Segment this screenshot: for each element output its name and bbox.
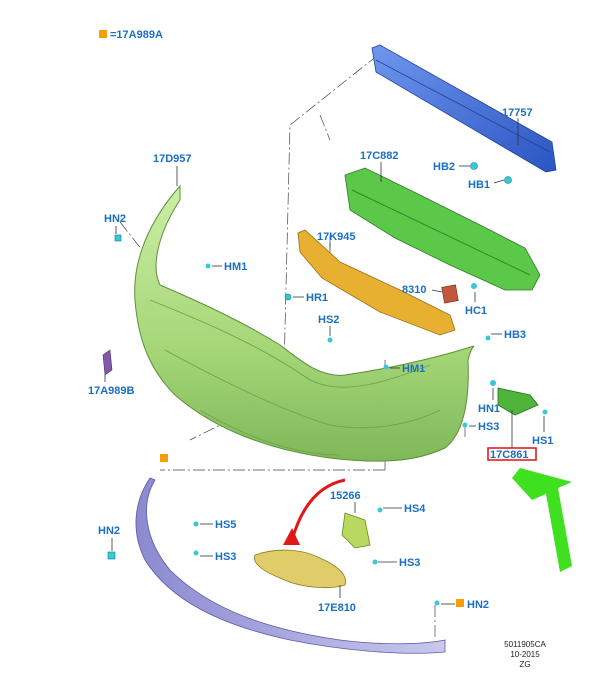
clip-hs5 xyxy=(193,521,199,527)
label-17E810: 17E810 xyxy=(318,602,356,614)
clip-hb1 xyxy=(504,176,512,184)
clip-hc1 xyxy=(471,283,477,289)
label-hb2: HB2 xyxy=(433,161,455,173)
label-17757: 17757 xyxy=(502,107,533,119)
label-17C882: 17C882 xyxy=(360,150,399,162)
label-hs1: HS1 xyxy=(532,435,553,447)
label-hr1: HR1 xyxy=(306,292,328,304)
grille-17E810 xyxy=(253,549,346,589)
clip-hn2-left xyxy=(107,551,116,560)
clip-hm1-top xyxy=(205,263,211,269)
diagram-footer: 5011905CA 10-2015 ZG xyxy=(504,640,546,669)
clip-hs3-left xyxy=(193,550,199,556)
clip-hs2 xyxy=(327,337,333,343)
footer-date: 10-2015 xyxy=(510,650,540,659)
clip-hm1-mid xyxy=(383,364,389,370)
label-17K945: 17K945 xyxy=(317,231,356,243)
legend-marker xyxy=(99,30,107,38)
label-hn2-left: HN2 xyxy=(98,525,120,537)
label-hn2-bottom: HN2 xyxy=(467,599,489,611)
label-hs3-left: HS3 xyxy=(215,551,236,563)
label-17D957: 17D957 xyxy=(153,153,192,165)
foam-absorber xyxy=(297,229,456,336)
clip-hb2 xyxy=(470,162,478,170)
label-15266: 15266 xyxy=(330,490,361,502)
side-trim-17A989B xyxy=(102,349,113,376)
label-hs4: HS4 xyxy=(404,503,426,515)
lower-lip xyxy=(135,477,446,654)
footer-code: 5011905CA xyxy=(504,640,546,649)
label-hs3-right: HS3 xyxy=(478,421,499,433)
clip-hs1 xyxy=(542,409,548,415)
green-arrow xyxy=(512,468,572,572)
leader-lines xyxy=(104,118,545,605)
label-hb1: HB1 xyxy=(468,179,490,191)
clip-hr1 xyxy=(284,293,292,301)
label-hc1: HC1 xyxy=(465,305,487,317)
legend-text: =17A989A xyxy=(110,29,163,41)
bumper-reinforcement-beam xyxy=(371,44,557,173)
callout-labels: 17757 HB2 HB1 17C882 17D957 HN2 HM1 17K9… xyxy=(88,107,553,614)
clip-hs4 xyxy=(377,507,383,513)
clip-hs3-bottom xyxy=(372,559,378,565)
clip-hb3 xyxy=(485,335,491,341)
label-hn2-top: HN2 xyxy=(104,213,126,225)
bracket-15266 xyxy=(341,512,371,549)
clip-hn2-top xyxy=(114,234,122,242)
bracket-8310 xyxy=(441,284,459,304)
red-arrow xyxy=(283,478,346,545)
label-hb3: HB3 xyxy=(504,329,526,341)
label-hs2: HS2 xyxy=(318,314,339,326)
fasteners xyxy=(107,162,548,606)
bumper-cover xyxy=(134,184,475,462)
label-hm1-mid: HM1 xyxy=(402,363,425,375)
footer-initials: ZG xyxy=(519,660,530,669)
label-hm1-top: HM1 xyxy=(224,261,247,273)
clip-hn2-bottom xyxy=(434,600,440,606)
bracket-17C861 xyxy=(497,387,539,416)
orange-marker-top xyxy=(160,454,168,462)
label-17A989B: 17A989B xyxy=(88,385,135,397)
clip-hs3-right xyxy=(462,422,468,428)
label-17C861: 17C861 xyxy=(490,449,529,461)
label-hs3-bottom: HS3 xyxy=(399,557,420,569)
label-hs5: HS5 xyxy=(215,519,236,531)
orange-marker-bottom xyxy=(456,599,464,607)
clip-hn1 xyxy=(490,380,496,386)
label-8310: 8310 xyxy=(402,284,426,296)
energy-absorber xyxy=(344,167,541,291)
label-hn1: HN1 xyxy=(478,403,500,415)
